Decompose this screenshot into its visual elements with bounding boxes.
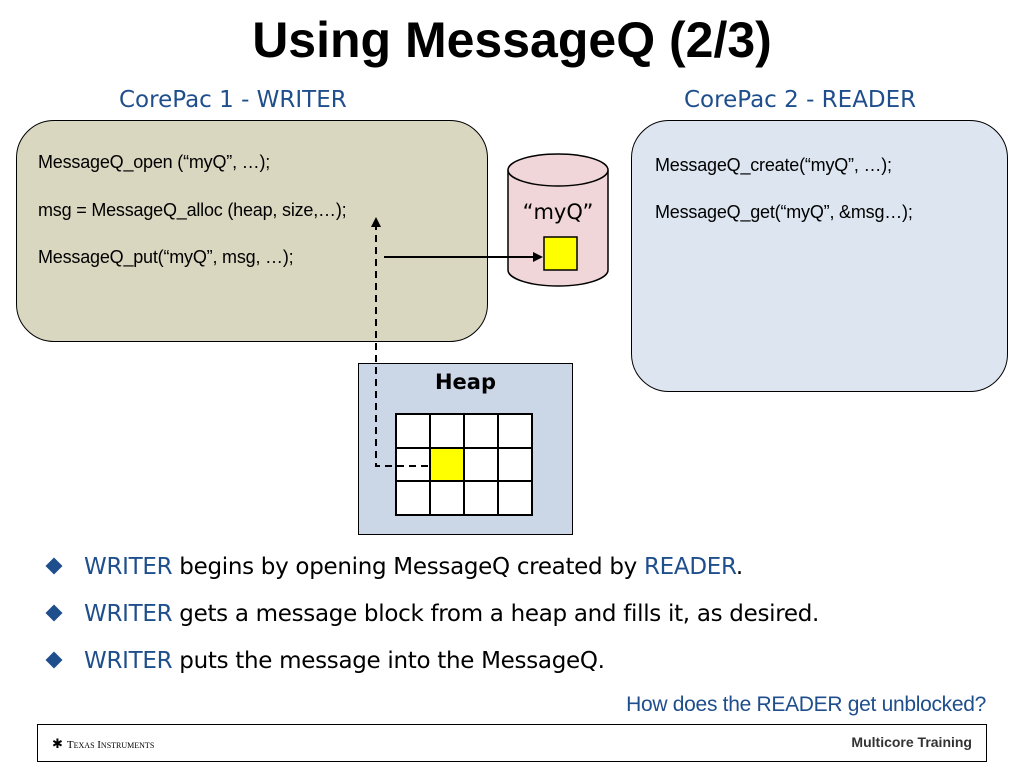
heap-cell — [498, 414, 532, 448]
bullet-item: WRITER begins by opening MessageQ create… — [44, 545, 1004, 592]
bullet-keyword: WRITER — [84, 601, 173, 627]
question-text: How does the READER get unblocked? — [626, 693, 986, 716]
writer-title: CorePac 1 - WRITER — [119, 87, 347, 113]
heap-cell — [396, 414, 430, 448]
writer-line-open: MessageQ_open (“myQ”, …); — [38, 152, 271, 172]
heap-cell — [464, 481, 498, 515]
heap-cell — [430, 414, 464, 448]
reader-title: CorePac 2 - READER — [684, 87, 917, 113]
heap-cell — [498, 447, 532, 482]
footer-title: Multicore Training — [851, 734, 972, 750]
writer-line-alloc: msg = MessageQ_alloc (heap, size,…); — [38, 200, 347, 220]
bullet-item: WRITER puts the message into the Message… — [44, 639, 1004, 686]
writer-line-put: MessageQ_put(“myQ”, msg, …); — [38, 247, 294, 267]
heap-cell — [430, 481, 464, 515]
bullet-keyword: READER — [643, 554, 736, 580]
ti-logo-text: Texas Instruments — [66, 739, 155, 751]
heap-cell — [396, 447, 430, 482]
bullet-text: . — [735, 554, 743, 580]
queue-label: “myQ” — [522, 200, 594, 224]
bullet-keyword: WRITER — [84, 648, 173, 674]
bullet-item: WRITER gets a message block from a heap … — [44, 592, 1004, 639]
bullet-text: begins by opening MessageQ created by — [172, 554, 644, 580]
heap-label: Heap — [434, 370, 497, 394]
bullet-keyword: WRITER — [84, 554, 173, 580]
queued-message-block — [543, 236, 578, 271]
heap-cell — [396, 481, 430, 515]
bullet-list: WRITER begins by opening MessageQ create… — [44, 545, 1004, 686]
ti-logo-icon: ✱ — [52, 736, 63, 751]
ti-logo: ✱Texas Instruments — [52, 736, 154, 752]
bullet-text: puts the message into the MessageQ. — [172, 648, 605, 674]
heap-cell — [464, 447, 498, 482]
heap-grid — [395, 413, 533, 516]
reader-line-get: MessageQ_get(“myQ”, &msg…); — [655, 202, 913, 222]
bullet-text: gets a message block from a heap and fil… — [172, 601, 820, 627]
heap-cell — [464, 414, 498, 448]
heap-allocated-block — [430, 447, 464, 482]
reader-line-create: MessageQ_create(“myQ”, …); — [655, 155, 892, 175]
heap-cell — [498, 481, 532, 515]
footer-bar: ✱Texas Instruments Multicore Training — [37, 724, 987, 762]
diamond-bullet-icon — [45, 604, 63, 622]
diamond-bullet-icon — [45, 557, 63, 575]
diamond-bullet-icon — [45, 651, 63, 669]
slide-title: Using MessageQ (2/3) — [252, 12, 772, 68]
reader-panel — [631, 120, 1008, 392]
